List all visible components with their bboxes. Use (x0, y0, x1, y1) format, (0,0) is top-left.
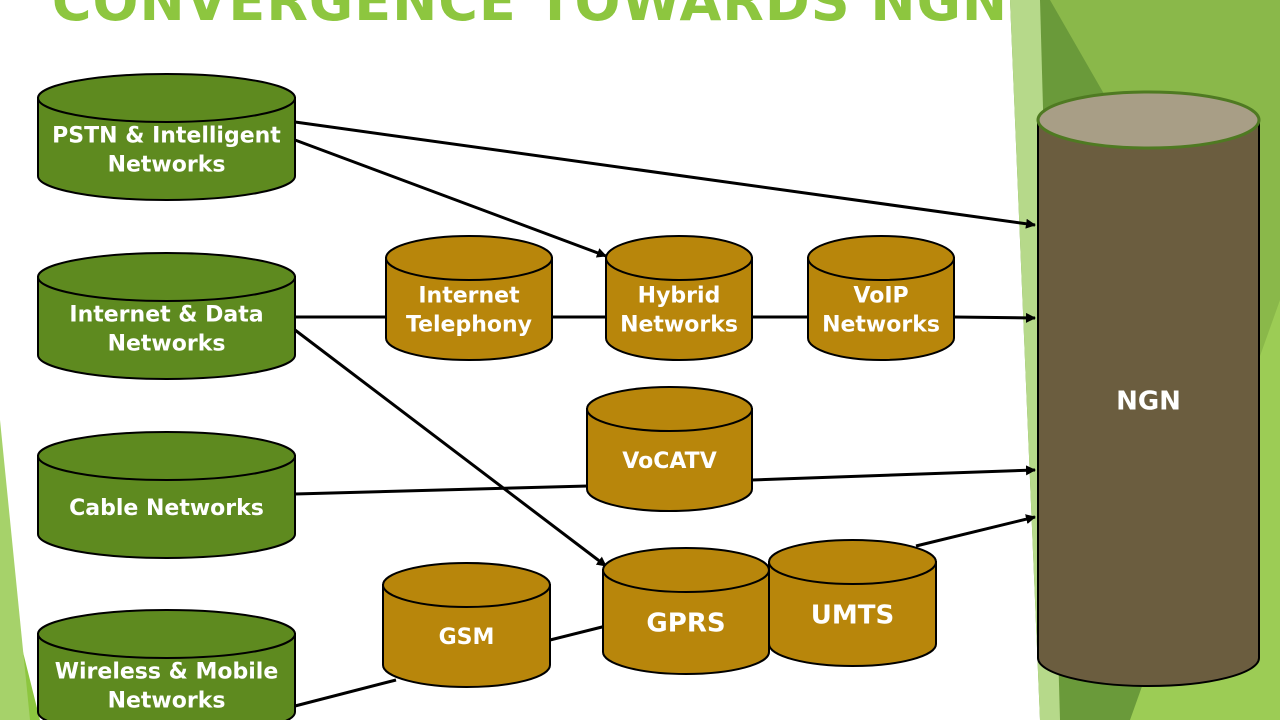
node-label: Telephony (406, 312, 532, 337)
connectors (294, 120, 1036, 708)
edge-internet-gprs (294, 328, 607, 568)
node-label: Internet & Data (69, 303, 263, 328)
node-label: PSTN & Intelligent (52, 124, 281, 149)
node-ngn: NGN (1036, 90, 1261, 687)
edge-pstn-hybrid (294, 138, 607, 258)
edge-vocatv-ngn (751, 465, 1036, 482)
node-label: NGN (1116, 387, 1181, 417)
edge-umts-ngn (915, 514, 1036, 548)
slide-title: CONVERGENCE TOWARDS NGN (51, 0, 1009, 33)
node-gprs: GPRS (602, 547, 770, 675)
node-label: Networks (108, 331, 226, 356)
edge-gsm-gprs (549, 624, 607, 642)
node-label: Networks (108, 152, 226, 177)
node-label: Networks (620, 312, 738, 337)
edge-pstn-ngn (294, 120, 1036, 229)
node-label: Networks (822, 312, 940, 337)
edge-voip-ngn (953, 312, 1036, 323)
node-vocatv: VoCATV (586, 386, 753, 512)
node-voip: VoIP Networks (807, 235, 955, 361)
node-label: Wireless & Mobile (55, 660, 279, 685)
edge-wireless-gsm (294, 678, 397, 708)
node-label: GSM (439, 625, 495, 650)
node-cable: Cable Networks (37, 431, 296, 559)
node-label: UMTS (811, 601, 894, 631)
node-label: Cable Networks (69, 496, 264, 521)
node-label: Internet (418, 284, 520, 309)
node-umts: UMTS (768, 539, 937, 667)
node-label: GPRS (646, 609, 725, 639)
node-label: Networks (108, 688, 226, 713)
node-label: Hybrid (638, 284, 721, 309)
edge-cable-vocatv (294, 484, 589, 496)
node-label: VoIP (853, 284, 908, 309)
node-label: VoCATV (622, 449, 716, 474)
node-gsm: GSM (382, 562, 551, 688)
